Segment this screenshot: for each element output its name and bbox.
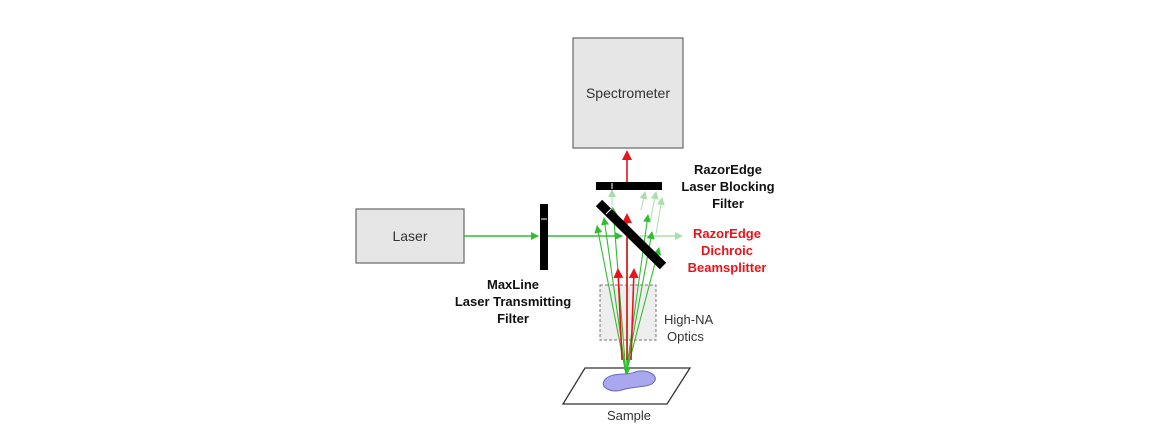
dichroic-mark [605, 208, 612, 215]
optics-label: High-NA Optics [664, 312, 713, 344]
laser-label: Laser [392, 228, 427, 244]
svg-text:High-NA: High-NA [664, 312, 713, 327]
svg-text:Laser Transmitting: Laser Transmitting [455, 294, 571, 309]
svg-text:RazorEdge: RazorEdge [693, 226, 761, 241]
razoredge-dichroic-beamsplitter [595, 199, 667, 270]
raman-signal-rays [613, 150, 639, 361]
svg-text:Optics: Optics [667, 329, 704, 344]
svg-text:Filter: Filter [712, 196, 744, 211]
dichroic-label: RazorEdge Dichroic Beamsplitter [688, 226, 767, 275]
maxline-transmitting-filter [540, 204, 548, 270]
faint-rays [608, 189, 665, 235]
laser-box: Laser [355, 208, 465, 264]
svg-text:MaxLine: MaxLine [487, 277, 539, 292]
svg-text:Dichroic: Dichroic [701, 243, 753, 258]
transmitting-filter-label: MaxLine Laser Transmitting Filter [455, 277, 571, 326]
razoredge-blocking-filter [596, 182, 662, 190]
sample-label: Sample [607, 408, 651, 423]
spectrometer-box: Spectrometer [572, 37, 684, 149]
blocking-filter-label: RazorEdge Laser Blocking Filter [681, 162, 774, 211]
spectrometer-label: Spectrometer [586, 85, 670, 101]
svg-text:Beamsplitter: Beamsplitter [688, 260, 767, 275]
svg-text:Filter: Filter [497, 311, 529, 326]
sample-stage [561, 367, 692, 405]
svg-text:RazorEdge: RazorEdge [694, 162, 762, 177]
svg-text:Laser Blocking: Laser Blocking [681, 179, 774, 194]
